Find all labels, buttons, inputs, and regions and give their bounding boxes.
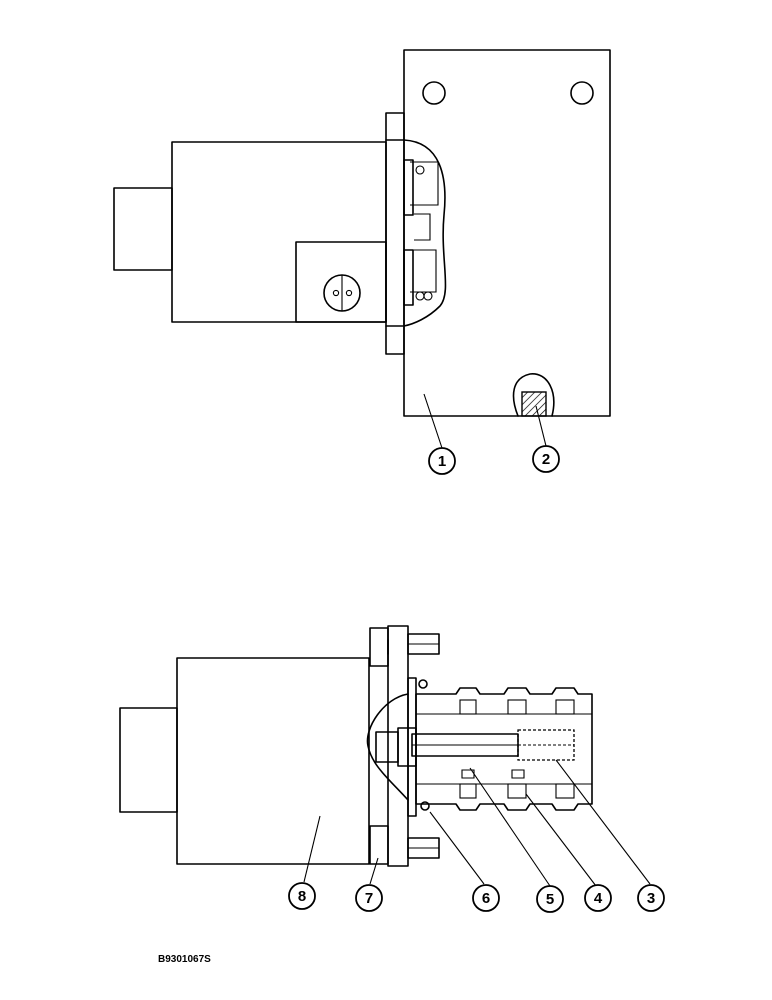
- leader-5: [469, 767, 551, 887]
- svg-text:8: 8: [298, 888, 306, 905]
- plug-socket: [295, 241, 387, 323]
- svg-text:3: 3: [647, 890, 655, 907]
- svg-text:1: 1: [438, 453, 446, 470]
- plug-cutaway: [512, 373, 555, 417]
- leader-2: [535, 405, 547, 447]
- callout-7: 7: [355, 884, 383, 912]
- connector-top: [113, 187, 173, 271]
- housing-cutaway: [403, 139, 447, 327]
- callout-6: 6: [472, 884, 500, 912]
- svg-text:6: 6: [482, 890, 490, 907]
- leader-1: [423, 393, 443, 449]
- svg-text:2: 2: [542, 451, 550, 468]
- figure-code: B9301067S: [158, 954, 211, 965]
- leader-6: [429, 811, 485, 885]
- mounting-bolt-top: [369, 627, 389, 667]
- bottom-exploded-view: 8 7 6 5 4 3: [119, 625, 665, 913]
- callout-5: 5: [536, 885, 564, 913]
- coil-body-top: [171, 141, 387, 323]
- mounting-bolt-bottom: [369, 825, 389, 865]
- callout-8: 8: [288, 882, 316, 910]
- hatched-plug: [521, 391, 547, 417]
- svg-text:4: 4: [594, 890, 603, 907]
- armature-dome: [366, 693, 409, 801]
- svg-text:5: 5: [546, 891, 554, 908]
- coil-body-bottom: [176, 657, 370, 865]
- connector-bottom: [119, 707, 178, 813]
- cartridge-body: [415, 687, 593, 811]
- leader-4: [525, 793, 597, 887]
- mounting-flange-top: [385, 112, 405, 355]
- callout-4: 4: [584, 884, 612, 912]
- mounting-hole-right: [570, 81, 594, 105]
- leader-3: [555, 759, 651, 885]
- mounting-hole-left: [422, 81, 446, 105]
- svg-text:7: 7: [365, 890, 373, 907]
- top-assembly-view: 1 2: [113, 49, 611, 475]
- leader-8: [303, 815, 321, 883]
- callout-2: 2: [532, 445, 560, 473]
- leader-7: [369, 857, 379, 885]
- valve-housing: [403, 49, 611, 417]
- callout-1: 1: [428, 447, 456, 475]
- callout-3: 3: [637, 884, 665, 912]
- o-ring-top: [418, 679, 428, 689]
- o-ring-bottom: [420, 801, 430, 811]
